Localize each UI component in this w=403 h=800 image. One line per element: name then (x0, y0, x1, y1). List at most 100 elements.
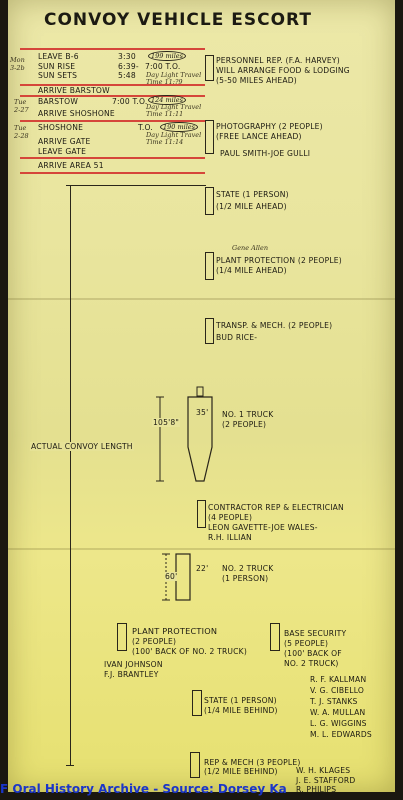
schedule-event: ARRIVE SHOSHONE (38, 109, 115, 118)
base-security-line: (5 PEOPLE) (284, 639, 329, 648)
rep-mech-line: (1/2 MILE BEHIND) (204, 767, 278, 776)
rep-mech-name: J. E. STAFFORD (296, 776, 356, 785)
personnel-line: (5-50 MILES AHEAD) (216, 76, 297, 85)
base-security-name: L. G. WIGGINS (310, 719, 367, 728)
plant-back-line: PLANT PROTECTION (132, 626, 218, 636)
personnel-line: PERSONNEL REP. (F.A. HARVEY) (216, 56, 340, 65)
base-security-marker (270, 623, 280, 651)
schedule-divider (20, 84, 205, 86)
schedule-divider (20, 120, 205, 122)
plant-back-name: F.J. BRANTLEY (104, 670, 159, 679)
schedule-event: SUN RISE (38, 62, 76, 71)
paper-fold (8, 298, 395, 300)
base-security-name: W. A. MULLAN (310, 708, 366, 717)
contractor-line: CONTRACTOR REP & ELECTRICIAN (208, 503, 344, 512)
schedule-event: ARRIVE AREA 51 (38, 161, 104, 170)
plant-ahead-marker (205, 252, 214, 280)
state-ahead-marker (205, 187, 214, 215)
schedule-time: 6:39- (118, 62, 139, 71)
schedule-event: SHOSHONE (38, 123, 84, 132)
schedule-event: LEAVE GATE (38, 147, 87, 156)
schedule-event: BARSTOW (38, 97, 79, 106)
contractor-marker (197, 500, 206, 528)
transp-line: BUD RICE- (216, 333, 258, 342)
schedule-event: ARRIVE BARSTOW (38, 86, 110, 95)
transp-line: TRANSP. & MECH. (2 PEOPLE) (216, 321, 333, 330)
personnel-marker (205, 55, 214, 81)
convoy-start-line (66, 185, 206, 186)
mileage-note: 124 miles (148, 95, 186, 105)
rep-mech-name: W. H. KLAGES (296, 766, 351, 775)
margin-note: Mon (10, 56, 25, 64)
schedule-divider (20, 172, 205, 174)
photography-marker (205, 120, 214, 154)
truck-2-line: NO. 2 TRUCK (222, 564, 274, 573)
daylight-note: Day Light Travel Time 11:11 (146, 103, 202, 118)
schedule-divider (20, 48, 205, 50)
daylight-note: Day Light Travel Time 11:14 (146, 131, 202, 146)
convoy-end-tick (66, 765, 74, 766)
convoy-length-line (70, 185, 71, 765)
handwritten-name: Gene Allen (232, 244, 269, 252)
photography-line: PAUL SMITH-JOE GULLI (220, 149, 311, 158)
state-ahead-line: STATE (1 PERSON) (216, 190, 289, 199)
state-behind-line: STATE (1 PERSON) (204, 696, 277, 705)
state-ahead-line: (1/2 MILE AHEAD) (216, 202, 287, 211)
schedule-divider (20, 157, 205, 159)
margin-note: 3-2b (10, 64, 25, 72)
transp-marker (205, 318, 214, 344)
margin-note: 2-28 (14, 132, 29, 140)
convoy-length-label: ACTUAL CONVOY LENGTH (30, 442, 134, 451)
schedule-note: 7:00 T.O. (145, 62, 181, 71)
personnel-line: WILL ARRANGE FOOD & LODGING (216, 66, 350, 75)
truck-1-line: (2 PEOPLE) (222, 420, 267, 429)
margin-note: Tue (14, 98, 27, 106)
contractor-line: LEON GAVETTE-JOE WALES- (208, 523, 318, 532)
base-security-line: NO. 2 TRUCK) (284, 659, 339, 668)
base-security-name: R. F. KALLMAN (310, 675, 367, 684)
contractor-line: (4 PEOPLE) (208, 513, 253, 522)
base-security-line: BASE SECURITY (284, 629, 347, 638)
plant-back-name: IVAN JOHNSON (104, 660, 163, 669)
base-security-line: (100' BACK OF (284, 649, 342, 658)
truck-1-line: NO. 1 TRUCK (222, 410, 274, 419)
daylight-note: Day Light Travel Time 11:?9 (146, 71, 202, 86)
contractor-line: R.H. ILLIAN (208, 533, 252, 542)
plant-back-line: (2 PEOPLE) (132, 637, 177, 646)
plant-back-marker (117, 623, 127, 651)
base-security-name: M. L. EDWARDS (310, 730, 372, 739)
state-behind-marker (192, 690, 202, 716)
mileage-note: 199 miles (148, 51, 186, 61)
plant-ahead-line: PLANT PROTECTION (2 PEOPLE) (216, 256, 342, 265)
plant-back-line: (100' BACK OF NO. 2 TRUCK) (132, 647, 248, 656)
truck-2-width: 22' (196, 564, 209, 573)
schedule-time: 5:48 (118, 71, 136, 80)
document-title: CONVOY VEHICLE ESCORT (44, 10, 312, 30)
paper-fold (8, 548, 395, 550)
base-security-name: V. G. CIBELLO (310, 686, 365, 695)
base-security-name: T. J. STANKS (310, 697, 358, 706)
schedule-time: 7:00 T.O. (112, 97, 148, 106)
rep-mech-marker (190, 752, 200, 778)
rep-mech-name: R. PHILIPS (296, 785, 337, 794)
photography-line: (FREE LANCE AHEAD) (216, 132, 302, 141)
truck-1-width: 35' (196, 408, 209, 417)
plant-ahead-line: (1/4 MILE AHEAD) (216, 266, 287, 275)
schedule-event: SUN SETS (38, 71, 78, 80)
margin-note: Tue (14, 124, 27, 132)
photography-line: PHOTOGRAPHY (2 PEOPLE) (216, 122, 323, 131)
truck-2-line: (1 PERSON) (222, 574, 269, 583)
schedule-event: LEAVE B-6 (38, 52, 79, 61)
truck-1-drawing (156, 386, 213, 482)
state-behind-line: (1/4 MILE BEHIND) (204, 706, 278, 715)
mileage-note: 190 miles (160, 122, 198, 132)
schedule-divider (20, 95, 205, 97)
truck-2-length: 60' (165, 572, 178, 581)
margin-note: 2-27 (14, 106, 29, 114)
schedule-time: 3:30 (118, 52, 136, 61)
truck-1-length: 105'8" (152, 418, 181, 427)
source-caption: F Oral History Archive - Source: Dorsey … (0, 782, 287, 796)
schedule-time: T.O. (138, 123, 154, 132)
schedule-event: ARRIVE GATE (38, 137, 91, 146)
rep-mech-line: REP & MECH (3 PEOPLE) (204, 758, 301, 767)
